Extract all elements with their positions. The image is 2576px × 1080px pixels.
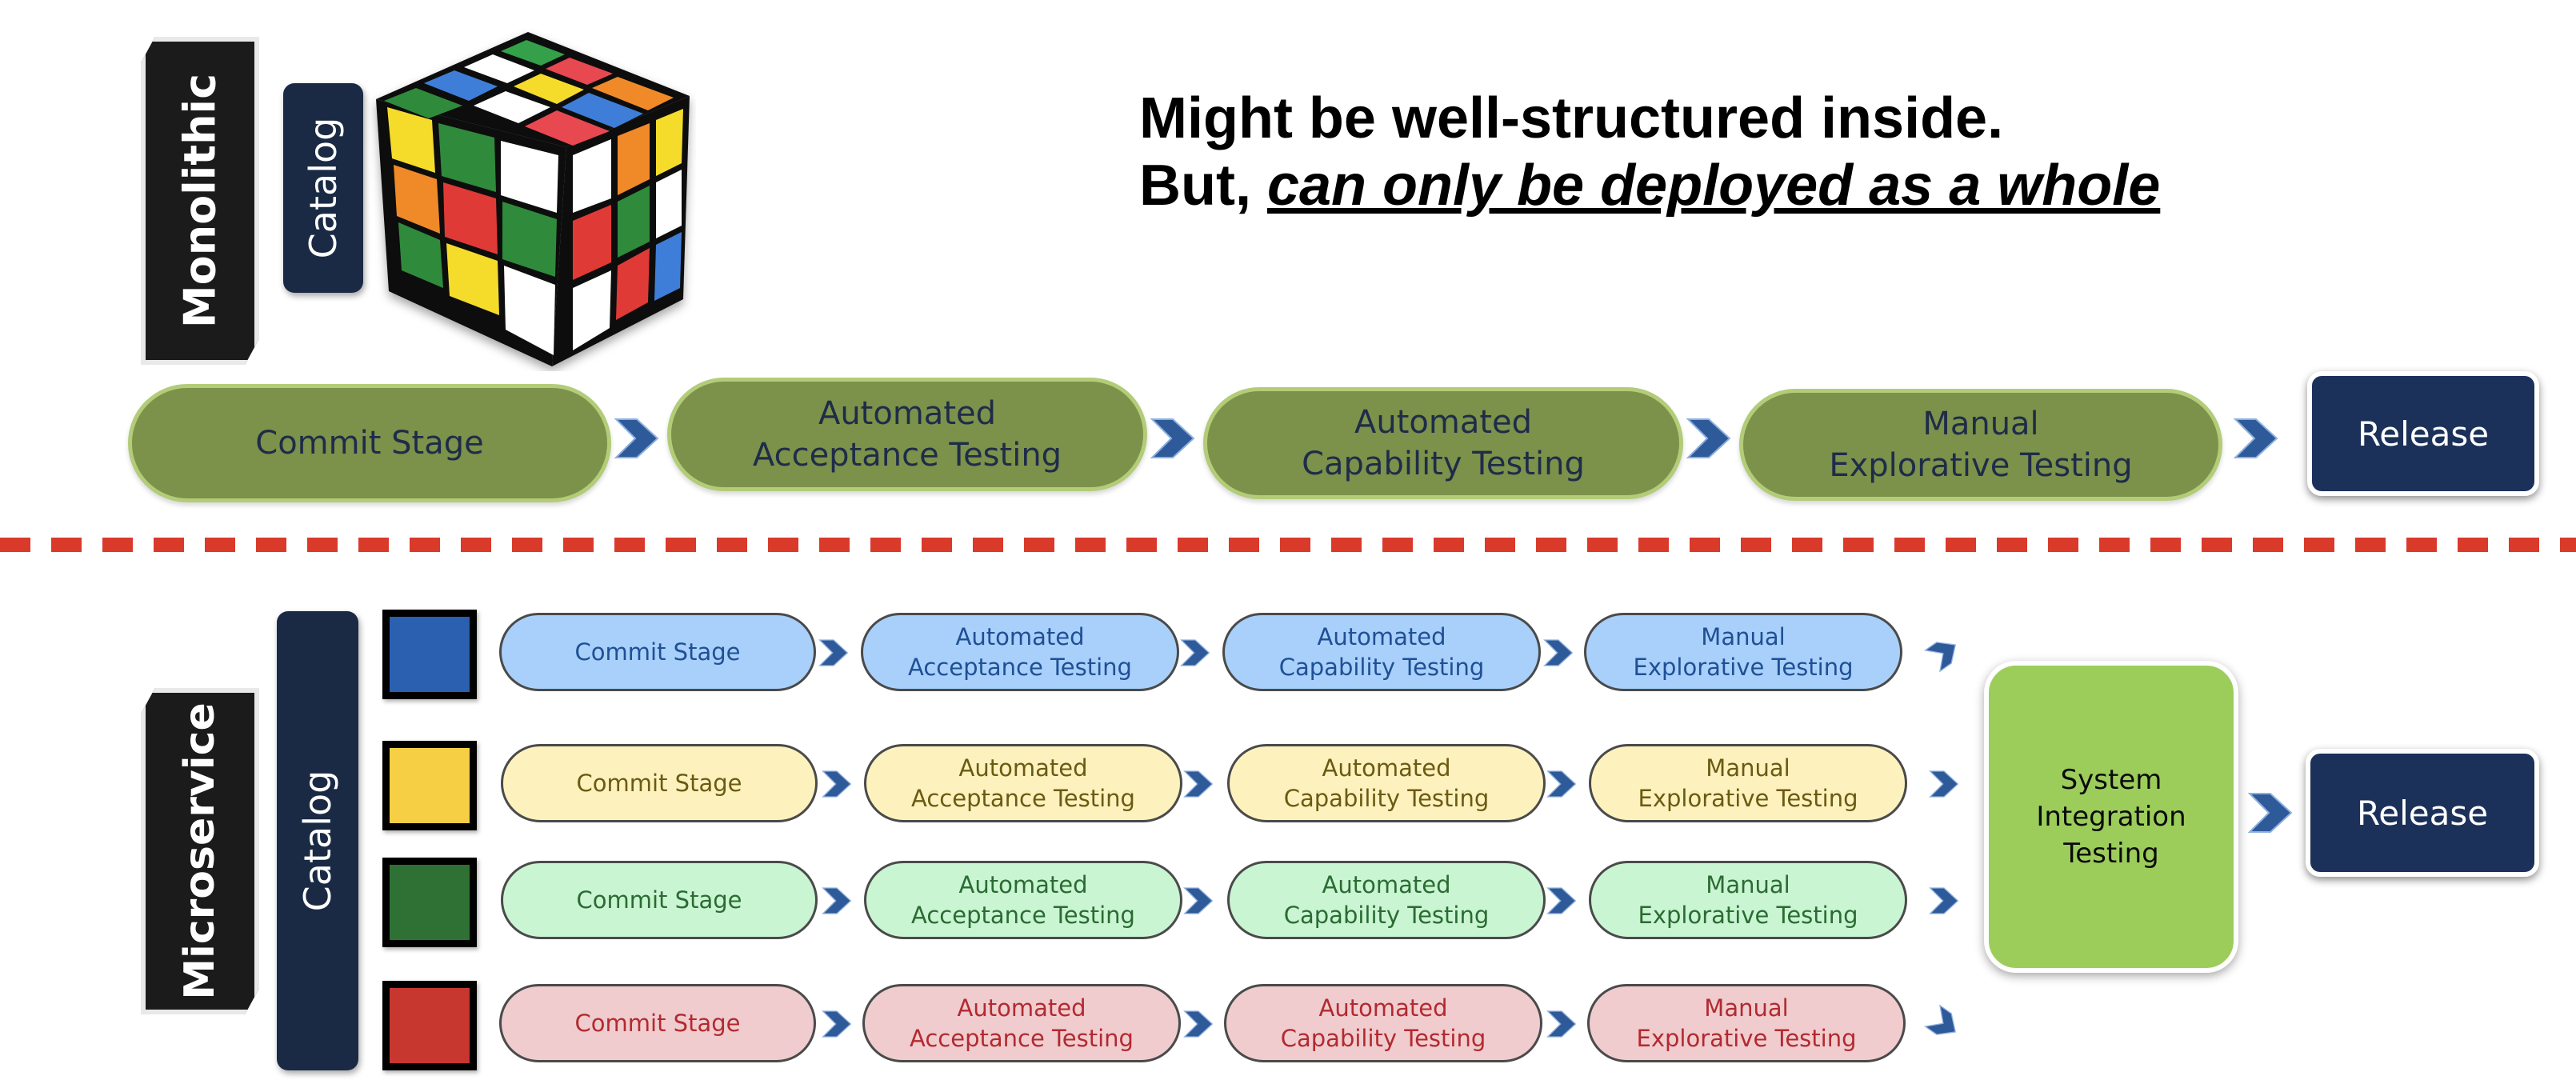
chevron-arrow-icon [822,1010,852,1038]
micro-stage-label: Automated Acceptance Testing [911,871,1135,929]
microservice-catalog-bar: Catalog [277,611,358,1070]
micro-stage-label: Manual Explorative Testing [1636,994,1857,1052]
micro-release-box: Release [2306,749,2539,877]
micro-stage-pill: Automated Capability Testing [1222,613,1541,691]
micro-stage-label: Automated Capability Testing [1280,994,1486,1052]
headline-line-1: Might be well-structured inside. [1139,85,2003,152]
chevron-arrow-icon [2233,418,2278,458]
micro-stage-pill: Automated Acceptance Testing [864,744,1182,822]
micro-stage-pill: Manual Explorative Testing [1587,984,1906,1062]
micro-release-label: Release [2356,793,2489,833]
chevron-arrow-icon [1923,1004,1957,1035]
chevron-arrow-icon [1929,887,1959,914]
microservice-catalog-label: Catalog [296,770,339,912]
rubiks-cube-icon [376,32,690,366]
micro-stage-pill: Automated Acceptance Testing [862,984,1181,1062]
mono-stage-label: Commit Stage [255,425,484,462]
chevron-arrow-icon [1929,770,1959,798]
chevron-arrow-icon [2247,793,2293,833]
microservice-label: Microservice [176,702,224,1000]
micro-stage-label: Manual Explorative Testing [1638,754,1858,812]
mono-stage-label: Manual Explorative Testing [1829,406,2133,484]
chevron-arrow-icon [1686,418,1731,458]
micro-stage-label: Manual Explorative Testing [1633,623,1854,681]
mono-stage-explorative: Manual Explorative Testing [1739,389,2222,501]
monolithic-banner: Monolithic [141,37,259,365]
micro-stage-pill: Manual Explorative Testing [1584,613,1902,691]
micro-stage-label: Commit Stage [576,886,742,914]
mono-stage-acceptance: Automated Acceptance Testing [667,378,1147,491]
service-color-square [382,741,477,830]
service-color-square [382,981,477,1070]
micro-stage-pill: Manual Explorative Testing [1589,744,1907,822]
micro-stage-label: Automated Acceptance Testing [908,623,1132,681]
microservice-banner: Microservice [141,688,259,1014]
micro-stage-pill: Commit Stage [501,744,818,822]
chevron-arrow-icon [1923,642,1957,673]
micro-stage-pill: Automated Capability Testing [1224,984,1542,1062]
headline-line-2: But, can only be deployed as a whole [1139,152,2160,219]
micro-stage-label: Automated Capability Testing [1283,871,1490,929]
section-divider [0,538,2576,552]
headline-line-2-emphasis: can only be deployed as a whole [1266,154,2161,218]
mono-stage-label: Automated Capability Testing [1302,404,1585,482]
chevron-arrow-icon [822,887,852,914]
headline-line-1-text: Might be well-structured inside. [1139,86,2004,150]
chevron-arrow-icon [1546,887,1577,914]
micro-stage-pill: Automated Capability Testing [1227,744,1546,822]
micro-stage-label: Automated Acceptance Testing [911,754,1135,812]
micro-stage-pill: Automated Acceptance Testing [861,613,1179,691]
mono-stage-label: Automated Acceptance Testing [752,395,1062,474]
chevron-arrow-icon [1543,639,1574,666]
chevron-arrow-icon [1183,887,1214,914]
micro-stage-label: Automated Capability Testing [1278,623,1485,681]
chevron-arrow-icon [822,770,852,798]
chevron-arrow-icon [1546,1010,1577,1038]
micro-stage-label: Automated Acceptance Testing [910,994,1134,1052]
chevron-arrow-icon [1546,770,1577,798]
micro-stage-label: Commit Stage [576,770,742,797]
micro-stage-pill: Automated Acceptance Testing [864,861,1182,939]
micro-stage-label: Commit Stage [574,1010,741,1037]
system-integration-box: System Integration Testing [1984,661,2238,973]
micro-stage-label: Automated Capability Testing [1283,754,1490,812]
chevron-arrow-icon [1183,770,1214,798]
monolithic-catalog-bar: Catalog [283,83,363,293]
service-color-square [382,858,477,947]
micro-stage-pill: Automated Capability Testing [1227,861,1546,939]
mono-stage-commit: Commit Stage [128,384,611,502]
chevron-arrow-icon [818,639,849,666]
chevron-arrow-icon [1183,1010,1214,1038]
micro-stage-pill: Manual Explorative Testing [1589,861,1907,939]
chevron-arrow-icon [614,418,659,458]
micro-stage-pill: Commit Stage [499,984,816,1062]
micro-stage-label: Manual Explorative Testing [1638,871,1858,929]
micro-stage-pill: Commit Stage [499,613,816,691]
headline-line-2-prefix: But, [1139,154,1267,218]
monolithic-label: Monolithic [174,73,226,329]
micro-stage-label: Commit Stage [574,638,741,666]
chevron-arrow-icon [1150,418,1195,458]
mono-release-box: Release [2307,371,2539,496]
monolithic-catalog-label: Catalog [302,117,345,259]
system-integration-label: System Integration Testing [2036,764,2186,870]
chevron-arrow-icon [1180,639,1210,666]
service-color-square [382,610,477,699]
mono-release-label: Release [2357,414,2490,454]
micro-stage-pill: Commit Stage [501,861,818,939]
mono-stage-capability: Automated Capability Testing [1203,387,1683,499]
